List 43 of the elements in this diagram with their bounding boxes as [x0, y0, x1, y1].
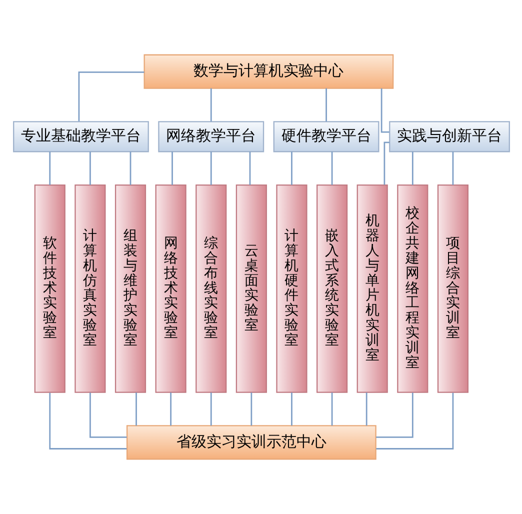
- connector: [330, 392, 332, 426]
- connector: [325, 88, 326, 122]
- connector: [170, 392, 171, 426]
- node-box: 专业基础教学平台: [12, 121, 148, 152]
- connector: [78, 71, 144, 122]
- connector: [376, 392, 454, 450]
- connector: [290, 152, 292, 185]
- connector: [48, 392, 126, 450]
- node-box: 综合布线实验室: [195, 184, 226, 393]
- connector: [411, 152, 413, 185]
- connector: [383, 142, 390, 185]
- node-box: 校企共建网络工程实训室: [396, 184, 428, 393]
- node-box: 省级实习实训示范中心: [126, 425, 376, 460]
- node-box: 网络技术实验室: [154, 184, 186, 393]
- connector: [248, 152, 250, 185]
- node-box: 计算机仿真实验室: [74, 184, 106, 393]
- connector: [48, 152, 50, 185]
- connector: [365, 392, 367, 426]
- node-box: 数学与计算机实验中心: [143, 54, 394, 89]
- connector: [380, 88, 389, 133]
- node-box: 组装与维护实验室: [114, 184, 146, 393]
- node-box: 软件技术实验室: [34, 184, 65, 393]
- node-box: 实践与创新平台: [388, 121, 510, 152]
- connector: [452, 152, 454, 185]
- connector: [89, 152, 90, 185]
- connector: [376, 392, 413, 438]
- connector: [89, 392, 126, 438]
- node-box: 嵌入式系统实验室: [316, 184, 348, 393]
- node-box: 项目综合实训室: [436, 184, 468, 393]
- connector: [210, 88, 212, 122]
- node-box: 机器人与单片机实训室: [356, 184, 388, 393]
- node-box: 硬件教学平台: [272, 121, 379, 152]
- node-box: 网络教学平台: [158, 121, 264, 152]
- connector: [290, 392, 292, 426]
- node-box: 云桌面实验室: [235, 184, 266, 393]
- connector: [129, 152, 131, 185]
- connector: [210, 392, 212, 426]
- connector: [135, 392, 136, 426]
- connector: [171, 152, 172, 185]
- node-box: 计算机硬件实验室: [276, 184, 307, 393]
- connector: [330, 152, 332, 185]
- connector: [250, 392, 252, 426]
- connector: [210, 152, 212, 185]
